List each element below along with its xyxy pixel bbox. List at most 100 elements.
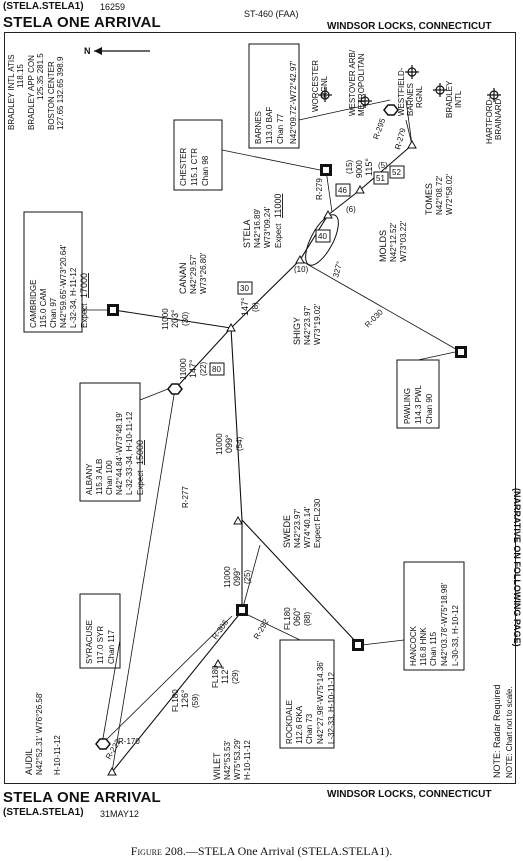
svg-text:52: 52 <box>392 168 401 177</box>
chart-frame <box>4 32 516 784</box>
svg-text:N42°12.52': N42°12.52' <box>389 222 398 262</box>
svg-text:147°: 147° <box>188 359 198 378</box>
comm-line-2-freq: 125.35 281.5 <box>36 53 45 100</box>
svg-text:W73°26.80': W73°26.80' <box>199 252 208 294</box>
fix-stela-icon <box>323 209 333 219</box>
svg-text:WESTFIELD-: WESTFIELD- <box>397 67 406 116</box>
figure-caption-text: —STELA One Arrival (STELA.STELA1). <box>185 844 393 858</box>
route-cambridge-canan <box>113 309 232 329</box>
route-molds-tomes <box>359 144 413 191</box>
airport-worcester-icon <box>318 88 332 102</box>
pawling-freq: 114.3 PWL <box>414 384 423 424</box>
north-arrow-icon: N <box>84 46 150 56</box>
svg-text:112°: 112° <box>220 666 230 684</box>
svg-text:STELA: STELA <box>242 219 252 248</box>
svg-text:FL180: FL180 <box>211 665 220 688</box>
hancock-chan: Chan 115 <box>429 631 438 666</box>
svg-text:R-277: R-277 <box>181 486 190 508</box>
albany-expect-label: Expect <box>136 470 145 495</box>
svg-text:(NARRATIVE ON FOLLOWING PAGE): (NARRATIVE ON FOLLOWING PAGE) <box>512 488 522 647</box>
radial-r295: R-295 <box>371 117 387 141</box>
rockdale-name: ROCKDALE <box>285 700 294 744</box>
svg-text:11000: 11000 <box>223 566 232 588</box>
route-stela-molds <box>327 189 361 216</box>
svg-text:WILET: WILET <box>212 752 222 780</box>
vortac-pawling-icon <box>455 346 467 358</box>
comm-line-3: BOSTON CENTER <box>47 61 56 130</box>
route-syracuse-wilet <box>111 610 243 773</box>
radial-r170: R-170 <box>118 737 140 746</box>
navaid-hancock: HANCOCK 116.8 HNK Chan 115 N42°03.78'-W7… <box>403 561 465 671</box>
radial-r277: R-277 <box>181 486 190 508</box>
airport-hartford-icon <box>487 88 501 102</box>
fix-wilet-icon <box>213 658 223 668</box>
radial-r292: R-292 <box>252 617 271 641</box>
route-canan-shigy <box>230 259 301 329</box>
syracuse-chan: Chan 117 <box>107 629 116 664</box>
radial-r030: R-030 <box>363 307 385 329</box>
comm-line-2: BRADLEY APP CON <box>27 55 36 130</box>
pawling-chan: Chan 90 <box>425 393 434 424</box>
hold-course: 327° <box>331 260 344 278</box>
cambridge-name: CAMBRIDGE <box>29 280 38 328</box>
svg-text:N42°53.53': N42°53.53' <box>223 740 232 780</box>
svg-text:R-292: R-292 <box>252 617 271 641</box>
svg-text:40: 40 <box>318 232 327 241</box>
svg-text:N42°23.97': N42°23.97' <box>293 508 302 548</box>
cambridge-expect-alt: 17000 <box>79 273 89 298</box>
svg-text:W73°09.24': W73°09.24' <box>263 206 272 248</box>
rockdale-charts: L-32-33, H-10-11-12 <box>327 672 336 744</box>
vortac-rockdale-icon <box>236 604 248 616</box>
svg-text:METROPOLITAN: METROPOLITAN <box>357 53 366 116</box>
mea-box-46: 46 <box>335 183 351 197</box>
svg-text:R-279: R-279 <box>315 178 324 200</box>
albany-chan: Chan 100 <box>105 460 114 495</box>
svg-text:W75°53.29': W75°53.29' <box>233 738 242 780</box>
svg-text:11000: 11000 <box>215 433 224 455</box>
comm-line-4: 127.65 132.65 398.9 <box>56 56 65 130</box>
svg-text:FL180: FL180 <box>171 689 180 712</box>
barnes-chan: Chan 77 <box>276 113 285 144</box>
svg-text:BRADLEY: BRADLEY <box>445 80 454 118</box>
procedure-number: 16259 <box>100 2 126 12</box>
communications-block: BRADLEY INTL ATIS 118.15 BRADLEY APP CON… <box>7 53 65 130</box>
svg-text:099°: 099° <box>232 567 242 586</box>
albany-expect-alt: 15000 <box>135 440 145 465</box>
fix-canan-icon <box>226 322 236 332</box>
svg-text:SHIGY: SHIGY <box>292 317 302 345</box>
svg-text:(25): (25) <box>243 569 252 584</box>
chester-name: CHESTER <box>179 148 188 186</box>
comm-line-1-freq: 118.15 <box>16 64 25 88</box>
route-hancock-swede <box>241 519 358 644</box>
narrative-note: (NARRATIVE ON FOLLOWING PAGE) <box>512 488 522 647</box>
svg-text:N42°16.89': N42°16.89' <box>253 208 262 248</box>
hancock-name: HANCOCK <box>409 625 418 666</box>
note-scale: NOTE: Chart not to scale. <box>505 686 514 778</box>
svg-text:N42°52.31' W76°26.58': N42°52.31' W76°26.58' <box>35 692 44 775</box>
albany-name: ALBANY <box>85 463 94 495</box>
chart-date: 31MAY12 <box>100 809 139 819</box>
svg-text:(8): (8) <box>251 302 260 312</box>
svg-text:W72°58.02': W72°58.02' <box>445 173 454 215</box>
barnes-coords: N42°09.72'-W72°42.97' <box>289 60 298 144</box>
airport-westover-label: WESTOVER ARB/METROPOLITAN <box>348 49 366 116</box>
svg-text:(88): (88) <box>303 611 312 626</box>
note-radar: NOTE: Radar Required <box>492 684 502 778</box>
svg-text:(15): (15) <box>345 159 354 174</box>
svg-text:H-10-11-12: H-10-11-12 <box>53 735 62 775</box>
svg-text:80: 80 <box>212 365 221 374</box>
navaid-cambridge: CAMBRIDGE 115.0 CAM Chan 97 N42°59.65'-W… <box>23 211 89 333</box>
svg-text:N42°08.72': N42°08.72' <box>435 175 444 215</box>
cambridge-charts: L-32-34, H-11-12 <box>69 267 78 328</box>
holding-pattern <box>305 214 339 266</box>
svg-text:BRAINARD: BRAINARD <box>494 98 503 140</box>
cambridge-coords: N42°59.65'-W73°20.64' <box>59 244 68 328</box>
mea-box-40: 40 <box>315 229 331 243</box>
svg-text:126°: 126° <box>180 689 190 708</box>
svg-text:MOLDS: MOLDS <box>378 230 388 262</box>
